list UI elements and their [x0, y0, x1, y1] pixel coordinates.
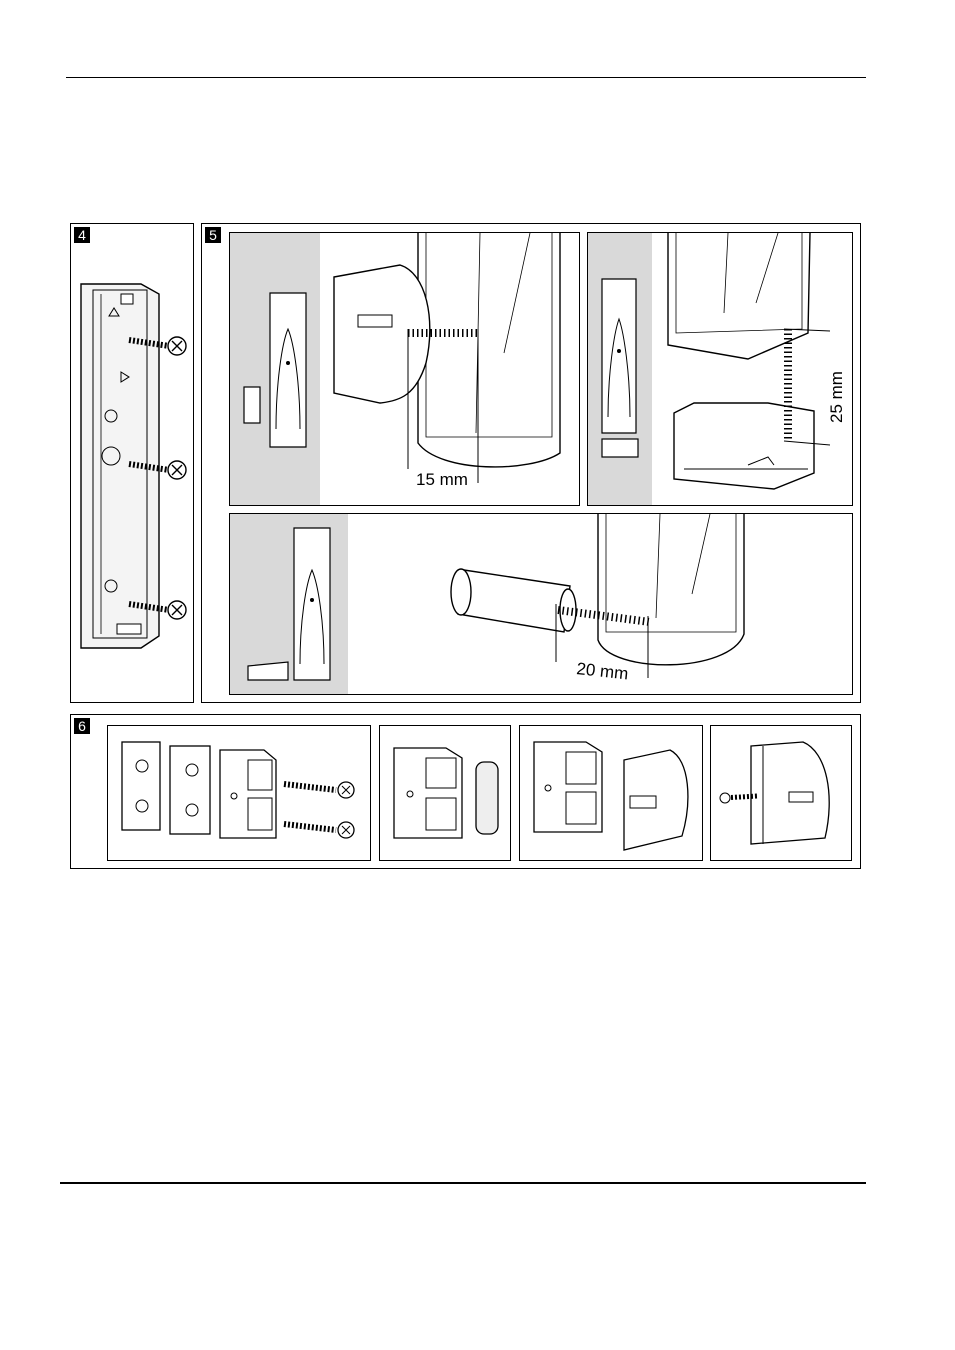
screw-icon: [128, 600, 187, 620]
header-rule: [66, 77, 866, 78]
figure-5-panel-25mm: 25 mm: [587, 232, 853, 506]
figure-5-panel-20mm: 20 mm: [229, 513, 853, 695]
figure-5-number: 5: [205, 227, 221, 243]
figure-4-number: 4: [74, 227, 90, 243]
figure-6-panel-assembled: [710, 725, 852, 861]
screw-icon: [128, 336, 187, 356]
footer-rule: [60, 1182, 866, 1184]
figure-4-frame: 4: [70, 223, 194, 703]
screw-icon: [719, 792, 758, 804]
measure-label-15mm: 15 mm: [416, 470, 468, 489]
screw-icon: [283, 781, 355, 799]
screw-icon: [128, 460, 187, 480]
figure-5-frame: 5 15 mm: [201, 223, 861, 703]
figure-6-panel-parts: [107, 725, 371, 861]
measure-label-25mm: 25 mm: [827, 371, 846, 423]
figure-4-illustration: [80, 283, 187, 649]
measure-label-25mm-group: 25 mm: [827, 371, 846, 423]
figure-6-number: 6: [74, 718, 90, 734]
figure-6-frame: 6: [70, 714, 861, 869]
measure-label-20mm: 20 mm: [576, 659, 630, 683]
figure-6-panel-insert: [379, 725, 511, 861]
screw-icon: [283, 821, 355, 839]
figure-5-panel-15mm: 15 mm: [229, 232, 580, 506]
figure-6-panel-cover: [519, 725, 703, 861]
